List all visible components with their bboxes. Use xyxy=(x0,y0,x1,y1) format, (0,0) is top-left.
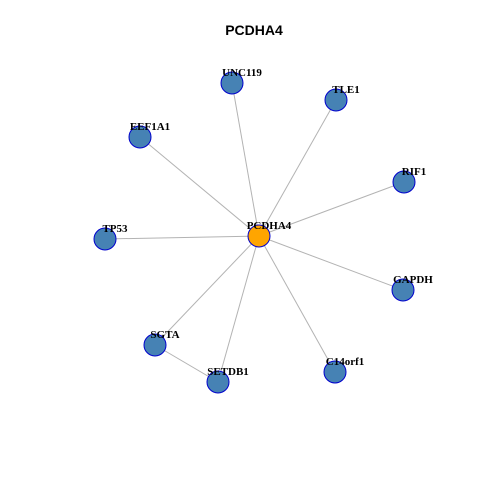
node-label-unc119: UNC119 xyxy=(222,67,262,79)
edge-pcdha4-tle1 xyxy=(258,99,337,237)
node-setdb1 xyxy=(206,370,230,394)
node-label-setdb1: SETDB1 xyxy=(207,366,249,378)
node-label-tle1: TLE1 xyxy=(332,84,360,96)
node-label-sgta: SGTA xyxy=(150,329,179,341)
node-sgta xyxy=(143,333,167,357)
edge-pcdha4-c14orf1 xyxy=(258,235,336,373)
node-unc119 xyxy=(220,71,244,95)
node-label-tp53: TP53 xyxy=(102,223,128,235)
node-gapdh xyxy=(391,278,415,302)
edge-pcdha4-rif1 xyxy=(258,181,405,237)
edge-sgta-setdb1 xyxy=(154,344,219,383)
node-rif1 xyxy=(392,170,416,194)
node-label-gapdh: GAPDH xyxy=(393,274,433,286)
edge-layer xyxy=(104,82,405,383)
node-eef1a1 xyxy=(128,125,152,149)
node-c14orf1 xyxy=(323,360,347,384)
node-tp53 xyxy=(93,227,117,251)
node-label-pcdha4: PCDHA4 xyxy=(247,220,292,232)
edge-pcdha4-tp53 xyxy=(104,235,260,240)
graph-title: PCDHA4 xyxy=(225,22,283,38)
node-label-c14orf1: C14orf1 xyxy=(326,356,365,368)
node-layer xyxy=(93,71,416,394)
node-pcdha4 xyxy=(247,224,271,248)
node-label-rif1: RIF1 xyxy=(402,166,426,178)
edge-pcdha4-sgta xyxy=(154,235,260,346)
edge-pcdha4-unc119 xyxy=(231,82,260,237)
node-tle1 xyxy=(324,88,348,112)
node-label-eef1a1: EEF1A1 xyxy=(130,121,170,133)
edge-pcdha4-setdb1 xyxy=(217,235,260,383)
edge-pcdha4-eef1a1 xyxy=(139,136,260,237)
edge-pcdha4-gapdh xyxy=(258,235,404,291)
